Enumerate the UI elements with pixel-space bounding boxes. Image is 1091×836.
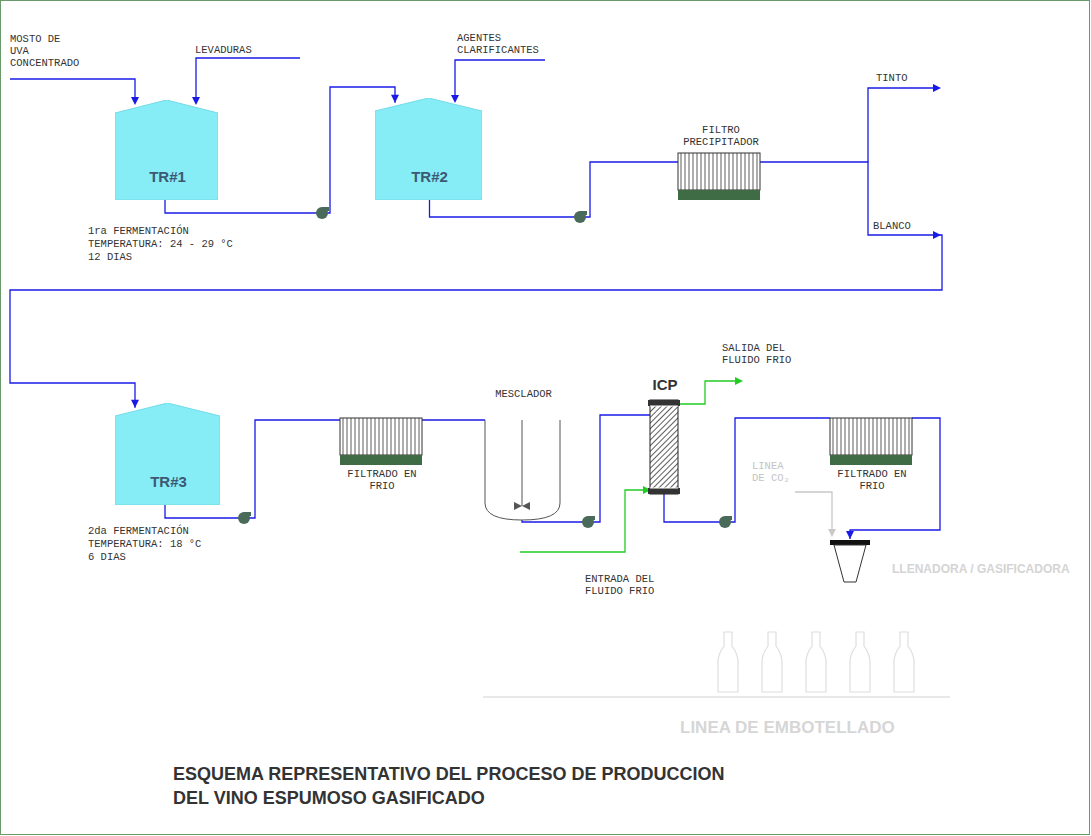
- bottling-line: [483, 632, 950, 697]
- node-label: ICP: [640, 376, 690, 394]
- node-label: TR#3: [115, 473, 222, 491]
- shape-outline: [115, 100, 218, 204]
- cold-fluid-out: [678, 381, 736, 404]
- node-label: FILTRADO EN FRIO: [837, 468, 907, 492]
- co2-pipe: [795, 492, 832, 530]
- arrowhead: [131, 97, 139, 105]
- shape-outline: [640, 376, 688, 502]
- mixer-vessel: MESCLADOR: [480, 388, 567, 525]
- text-label: 6 DIAS: [88, 551, 126, 563]
- shape-outline: [480, 388, 565, 525]
- pipe-connector: [522, 415, 650, 522]
- cold-fluid-in: [520, 490, 644, 552]
- shape-outline: [480, 388, 565, 529]
- fermentation-tank: TR#2: [375, 98, 484, 200]
- node-label: MESCLADOR: [480, 388, 567, 400]
- bottle-symbol: [762, 632, 782, 692]
- text-label: AGENTES CLARIFICANTES: [457, 32, 549, 56]
- node-label: FILTRO PRECIPITADOR: [671, 124, 771, 148]
- text-label: MOSTO DE UVA CONCENTRADO: [10, 33, 85, 69]
- pipe-connector: [422, 420, 485, 421]
- text-label: 12 DIAS: [88, 251, 132, 263]
- bottle-symbol: [894, 632, 914, 692]
- fermentation-tank: TR#1: [115, 100, 220, 200]
- arrowhead: [735, 377, 743, 385]
- text-label: LEVADURAS: [195, 44, 252, 56]
- filler-unit: LLENADORA / GASIFICADORA: [826, 538, 1081, 586]
- conveyor-line: [483, 696, 950, 697]
- arrowhead: [846, 531, 854, 539]
- arrowhead: [933, 231, 941, 239]
- arrowhead: [451, 95, 459, 103]
- arrowhead: [131, 400, 139, 408]
- node-label: FILTRADO EN FRIO: [347, 468, 417, 492]
- pumps: [238, 207, 732, 528]
- arrowhead: [391, 95, 399, 103]
- text-label: LINEA DE EMBOTELLADO: [680, 718, 895, 738]
- arrowhead: [828, 529, 836, 537]
- pipe-line: [664, 418, 830, 522]
- pipe-line: [422, 419, 485, 420]
- text-label: LINEA DE CO₂: [752, 460, 796, 484]
- pipe-connector: [664, 418, 830, 522]
- bottle-symbol: [850, 632, 870, 692]
- text-label: ENTRADA DEL FLUIDO FRIO: [585, 573, 665, 597]
- mosto-line: [10, 79, 135, 98]
- arrowheads: [131, 84, 941, 239]
- tinto-line: [868, 88, 934, 162]
- co2-line: [795, 492, 836, 537]
- shape-outline: [640, 376, 688, 498]
- filter-unit: FILTRADO EN FRIO: [822, 414, 922, 496]
- filter-unit: FILTRADO EN FRIO: [332, 414, 432, 496]
- edge-label: BLANCO: [872, 220, 912, 232]
- node-label: TR#2: [375, 168, 484, 186]
- bottle-symbol: [806, 632, 826, 692]
- heat-exchanger: ICP: [640, 376, 690, 498]
- pump-symbol: [719, 516, 732, 528]
- diagram-title: ESQUEMA REPRESENTATIVO DEL PROCESO DE PR…: [173, 762, 743, 810]
- text-label: TINTO: [876, 72, 908, 84]
- arrowhead: [192, 97, 200, 105]
- pump-symbol: [316, 207, 329, 219]
- fermentation-tank: TR#3: [115, 403, 222, 505]
- pump-symbol: [582, 516, 595, 528]
- shape-outline: [375, 98, 482, 204]
- bottle-symbol: [718, 632, 738, 692]
- levaduras-line: [196, 58, 300, 98]
- pipe-line: [522, 415, 650, 522]
- clarificantes-line: [455, 60, 545, 96]
- text-label: 1ra FERMENTACIÓN: [88, 225, 189, 237]
- filter-unit: FILTRO PRECIPITADOR: [670, 124, 772, 202]
- node-label: LLENADORA / GASIFICADORA: [892, 562, 1070, 576]
- shape-outline: [115, 403, 220, 509]
- text-label: TEMPERATURA: 24 - 29 °C: [88, 238, 233, 250]
- text-label: SALIDA DEL FLUIDO FRIO: [722, 342, 798, 366]
- cooling-fluid-lines: [520, 381, 736, 552]
- text-label: TEMPERATURA: 18 °C: [88, 538, 201, 550]
- pump-symbol: [238, 512, 251, 524]
- node-label: TR#1: [115, 168, 220, 186]
- pump-symbol: [574, 211, 587, 223]
- arrowheads: [643, 377, 743, 494]
- text-label: 2da FERMENTACIÓN: [88, 525, 189, 537]
- arrowhead: [933, 84, 941, 92]
